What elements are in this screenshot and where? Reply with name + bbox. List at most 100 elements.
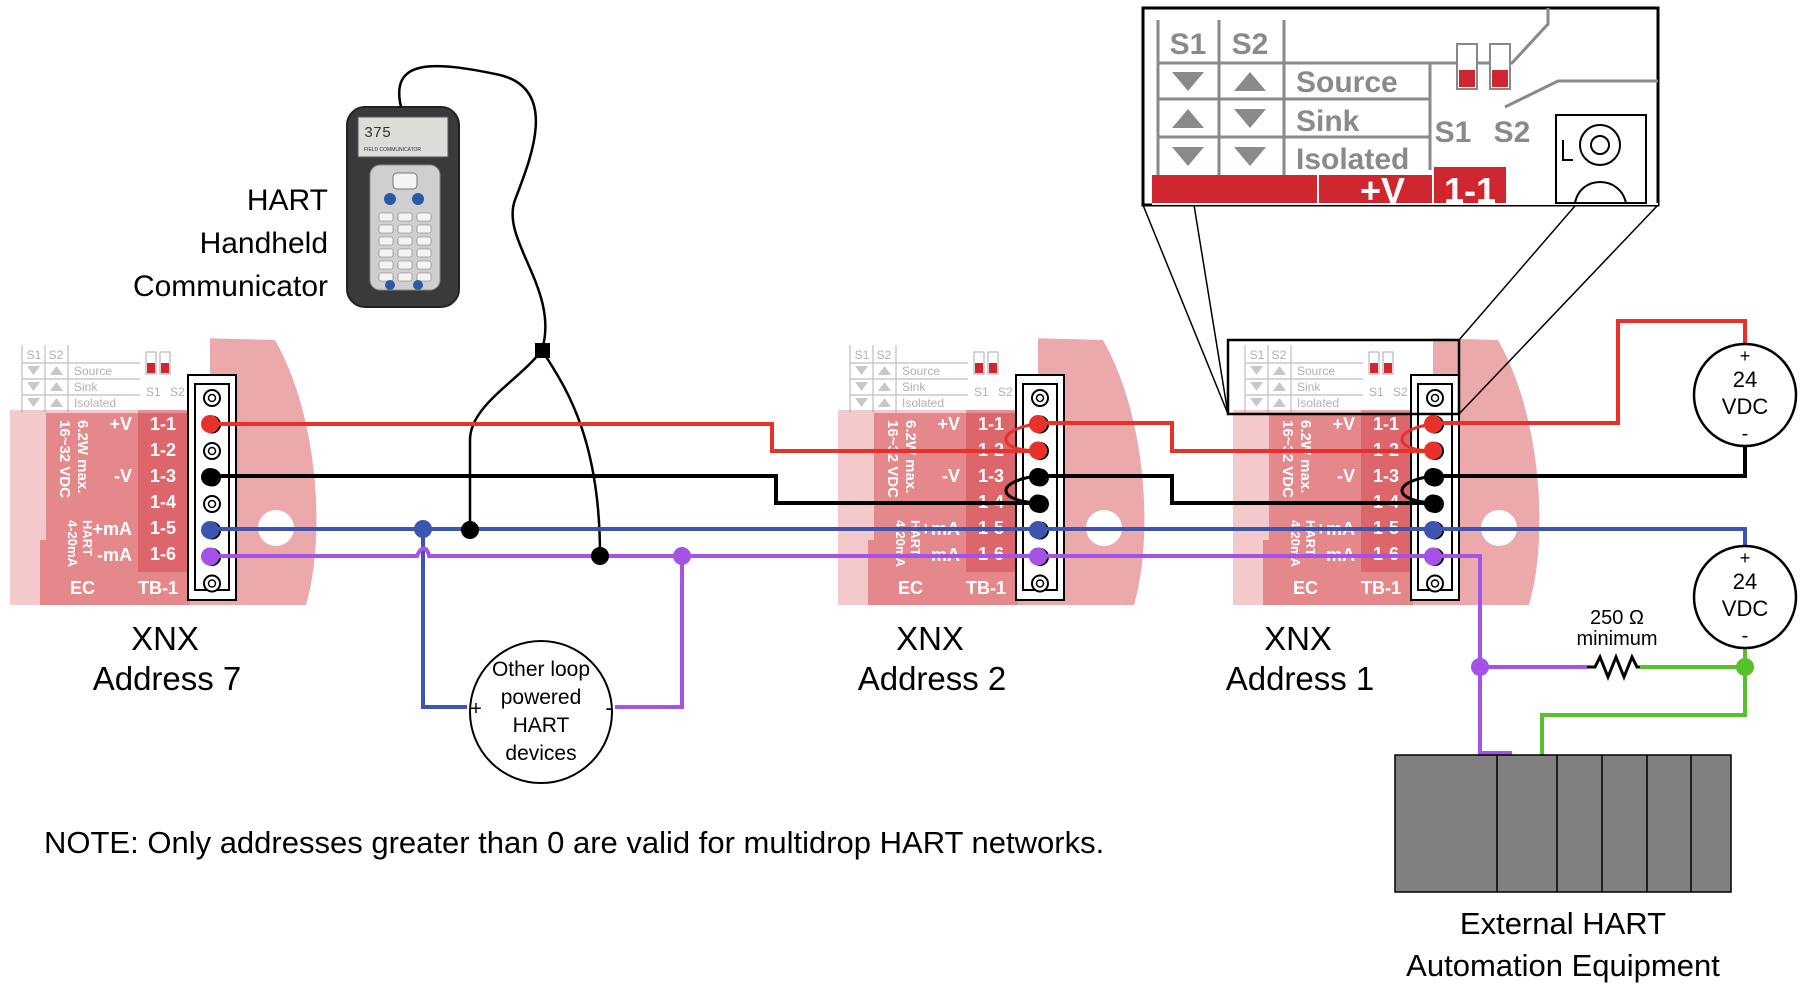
mode-label: Isolated: [74, 396, 116, 410]
keypad-key: [397, 224, 413, 234]
dip-switches: [1456, 43, 1511, 90]
supply-label: 16~32 VDC: [56, 420, 73, 498]
terminal-connection: [1029, 441, 1047, 460]
module-address: Address 7: [93, 660, 242, 697]
svg-text:S1: S1: [1435, 116, 1472, 149]
svg-text:S1: S1: [1170, 28, 1207, 61]
switch-label: S1: [974, 385, 989, 399]
terminal-label: 1-3: [1373, 466, 1399, 486]
resistor-250-ohm: [1587, 652, 1640, 682]
multidrop-note: NOTE: Only addresses greater than 0 are …: [44, 825, 1104, 860]
svg-text:S2: S2: [1232, 28, 1269, 61]
pin-label: -V: [1337, 466, 1355, 486]
footer-label: TB-1: [1361, 578, 1401, 598]
supply-label: 6.2W max.: [902, 420, 919, 493]
svg-text:FIELD COMMUNICATOR: FIELD COMMUNICATOR: [364, 147, 421, 153]
terminal-label: 1-6: [150, 544, 176, 564]
keypad-key: [416, 248, 432, 258]
communicator-title-line-1: HART: [247, 184, 328, 217]
footer-label: TB-1: [138, 578, 178, 598]
keypad-key: [397, 260, 413, 270]
terminal-label: 1-1: [978, 414, 1004, 434]
switch-label: S1: [1369, 385, 1384, 399]
svg-text:+: +: [470, 698, 482, 720]
terminal-label: 1-3: [978, 466, 1004, 486]
terminal-block: [1015, 374, 1065, 601]
terminal-label: 1-4: [150, 492, 176, 512]
keypad-key: [378, 236, 394, 246]
automation-label-line-1: External HART: [1460, 906, 1666, 941]
switch-header: S2: [1272, 348, 1287, 362]
keypad-key: [416, 260, 432, 270]
cable-splitter: [535, 343, 550, 358]
mode-label: Sink: [902, 380, 926, 394]
mode-label: Source: [902, 364, 940, 378]
switch-header: S1: [27, 348, 42, 362]
loop-powered-devices: + - Other loop powered HART devices: [469, 640, 613, 784]
svg-text:-: -: [605, 695, 612, 720]
keypad-key: [378, 224, 394, 234]
svg-text:+: +: [1740, 548, 1751, 568]
keypad-key: [384, 193, 396, 205]
svg-text:S2: S2: [1494, 116, 1531, 149]
keypad-key: [416, 272, 432, 282]
zoom-source-frame: [1226, 338, 1461, 416]
switch-label: S2: [998, 385, 1013, 399]
module-name: XNX: [896, 620, 964, 657]
keypad-key: [378, 248, 394, 258]
wire-plus-ma: [210, 527, 1747, 709]
communicator-title-line-3: Communicator: [133, 270, 328, 303]
wire-plus-v: [210, 319, 1747, 453]
supply-label: 16~32 VDC: [884, 420, 901, 498]
keypad-key: [385, 280, 395, 290]
wire-return: [1540, 646, 1747, 755]
automation-label-line-2: Automation Equipment: [1406, 948, 1720, 983]
mode-label: Isolated: [1297, 396, 1339, 410]
keypad-key: [378, 212, 394, 222]
pin-label: -V: [114, 466, 132, 486]
pin-label: -V: [942, 466, 960, 486]
mode-label: Source: [74, 364, 112, 378]
hart-label: HART: [80, 520, 95, 556]
module-address: Address 2: [858, 660, 1007, 697]
svg-text:VDC: VDC: [1722, 596, 1769, 621]
terminal-label: 1-3: [150, 466, 176, 486]
module-address: Address 1: [1226, 660, 1375, 697]
supply-label: 6.2W max.: [74, 420, 91, 493]
communicator-cable: [398, 64, 602, 556]
svg-text:powered: powered: [501, 686, 582, 709]
switch-header: S2: [49, 348, 64, 362]
mode-label: Source: [1297, 364, 1335, 378]
switch-label: S1: [146, 385, 161, 399]
svg-text:Sink: Sink: [1296, 105, 1360, 138]
terminal-connection: [1029, 468, 1047, 486]
switch-header: S1: [1250, 348, 1265, 362]
svg-text:Isolated: Isolated: [1296, 143, 1409, 176]
wire-minus-ma: [210, 546, 1587, 755]
hart-communicator: 375 FIELD COMMUNICATOR: [346, 106, 460, 308]
power-supply-1: + 24 VDC -: [1692, 342, 1798, 448]
svg-text:devices: devices: [505, 742, 576, 765]
keypad-key: [416, 212, 432, 222]
switch-label: S2: [1393, 385, 1408, 399]
keypad-key: [397, 236, 413, 246]
resistor-note: minimum: [1576, 628, 1657, 650]
keypad-key: [397, 272, 413, 282]
mode-label: Isolated: [902, 396, 944, 410]
keypad-key: [413, 280, 423, 290]
keypad-key: [392, 172, 418, 190]
zoom-inset: S1 S2 Source Sink Isolated S1 S2 +V 1-1: [1141, 6, 1660, 416]
pin-label: +V: [1332, 414, 1355, 434]
svg-text:+: +: [1740, 346, 1751, 366]
terminal-block: [187, 374, 237, 601]
wiring: [210, 319, 1747, 755]
pin-label: +V: [109, 414, 132, 434]
supply-label: 6.2W max.: [1297, 420, 1314, 493]
terminal-label: 1-2: [150, 440, 176, 460]
keypad-key: [378, 272, 394, 282]
svg-text:VDC: VDC: [1722, 394, 1769, 419]
